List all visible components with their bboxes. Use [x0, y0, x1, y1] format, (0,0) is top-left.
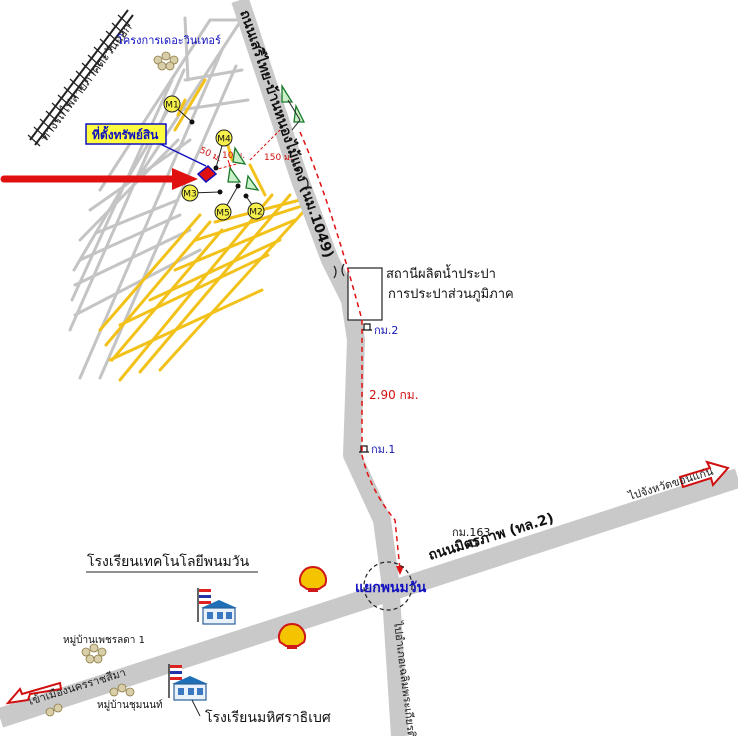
- village-icon: [153, 51, 179, 71]
- shell-icon: [278, 623, 306, 649]
- svg-text:M3: M3: [183, 190, 197, 200]
- school-icon: [168, 664, 208, 701]
- soi-network-gray: [68, 16, 250, 380]
- junction-label: แยกพนมวัน: [355, 580, 427, 596]
- soi-network-yellow: [98, 78, 307, 382]
- village-icon: [45, 703, 63, 717]
- km2-label: กม.2: [374, 324, 398, 337]
- svg-text:M2: M2: [249, 208, 263, 218]
- svg-text:M4: M4: [217, 135, 231, 145]
- village-icon: [81, 643, 107, 664]
- svg-text:M5: M5: [216, 209, 230, 219]
- km-post-icon: [468, 539, 478, 547]
- marker-m1: M1: [163, 95, 195, 125]
- route-arrow-head: [396, 566, 404, 575]
- road-mittraphap: [0, 468, 738, 728]
- bridge-marks: [305, 177, 345, 279]
- project-label: โครงการเดอะวินเทอร์: [117, 33, 221, 47]
- water-plant-box: [347, 267, 383, 321]
- transmission-line: [287, 99, 301, 131]
- road-south: [383, 589, 409, 736]
- dist-150-label: 150 ม.: [264, 153, 293, 163]
- school-icon: [197, 588, 237, 625]
- property-parcel: [196, 164, 218, 184]
- property-label-box: [85, 123, 167, 145]
- shell-icon: [299, 566, 327, 592]
- km163-label: กม.163: [452, 526, 490, 539]
- distance-route: [299, 131, 401, 571]
- svg-text:M1: M1: [165, 101, 179, 111]
- marker-m4: M4: [213, 129, 233, 171]
- village-2-label: หมู่บ้านชุมนนท์: [97, 699, 163, 711]
- water-plant-label-1: สถานีผลิตน้ำประปา: [386, 264, 496, 282]
- transmission-tower-icon: [227, 83, 306, 191]
- marker-m3: M3: [181, 184, 223, 202]
- junction-circle: [363, 561, 413, 611]
- mahisorn-school-label: โรงเรียนมหิศราธิเบศ: [205, 709, 331, 726]
- distance-main-label: 2.90 กม.: [369, 388, 419, 402]
- km1-label: กม.1: [371, 443, 395, 456]
- village-1-label: หมู่บ้านเพชรลดา 1: [63, 634, 145, 646]
- big-red-arrow-icon: [0, 168, 198, 190]
- arrow-to-khonkaen-icon: [678, 460, 730, 489]
- km-post-icon: [359, 445, 369, 453]
- village-icon: [109, 683, 135, 697]
- water-plant-label-2: การประปาส่วนภูมิภาค: [388, 287, 514, 302]
- tech-school-label: โรงเรียนเทคโนโลยีพนมวัน: [87, 553, 250, 570]
- arrow-to-korat-icon: [5, 681, 63, 705]
- railway-line: [27, 9, 134, 147]
- marker-m5: M5: [214, 183, 241, 221]
- property-label: ที่ตั้งทรัพย์สิน: [92, 125, 159, 142]
- mahisorn-leader: [191, 699, 201, 717]
- marker-m2: M2: [243, 193, 265, 220]
- km-post-icon: [362, 323, 372, 331]
